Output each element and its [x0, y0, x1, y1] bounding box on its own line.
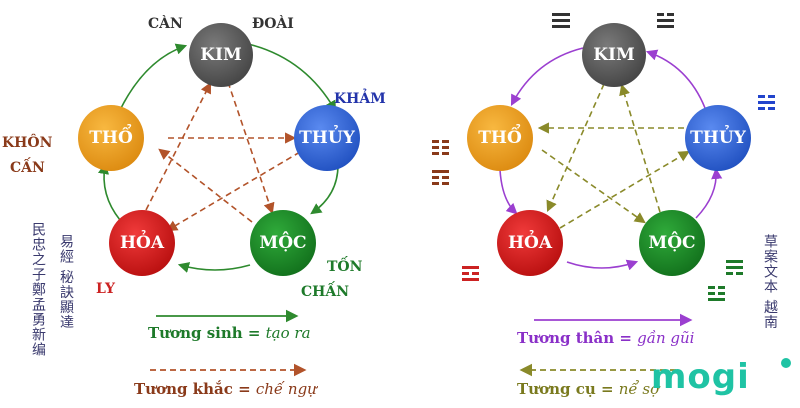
node-kim-left: KIM [189, 23, 253, 87]
sinh-arrow-hoa-tho [98, 162, 121, 221]
trigram-kan-icon [758, 95, 775, 110]
label-chan: CHẤN [301, 280, 349, 300]
legend-tuong-cu: Tương cụ = nể sợ [517, 363, 676, 398]
node-label-moc: MỘC [259, 232, 306, 253]
node-label-tho: THỔ [478, 123, 522, 148]
cu-arrow-tho-moc [541, 149, 646, 224]
node-label-thuy: THỦY [299, 125, 356, 148]
label-khon: KHÔN [2, 133, 53, 151]
legend-tuong-than: Tương thân = gần gũi [517, 313, 695, 347]
sinh-arrow-moc-hoa [177, 262, 251, 273]
trigram-li-icon [462, 266, 479, 281]
vertical-text-draft: 草案文本 越南 [762, 234, 778, 330]
node-label-hoa: HỎA [120, 230, 165, 253]
than-arrow-thuy-kim [645, 49, 706, 109]
left-khac-cycle [145, 81, 301, 232]
than-arrow-hoa-moc [566, 259, 639, 271]
node-thuy-right: THỦY [685, 105, 751, 171]
khac-arrow-moc-tho [158, 148, 253, 223]
trigram-xun-icon [726, 260, 743, 275]
khac-arrow-kim-moc [227, 81, 275, 215]
right-than-cycle [499, 47, 723, 271]
right-cu-cycle [537, 83, 690, 229]
legend-cu-text: Tương cụ = nể sợ [517, 380, 661, 398]
node-label-thuy: THỦY [690, 125, 747, 148]
node-moc-left: MỘC [250, 210, 316, 276]
node-label-moc: MỘC [648, 232, 695, 253]
than-arrow-moc-thuy [695, 167, 723, 219]
than-arrow-tho-hoa [499, 169, 518, 215]
trigram-qian-icon [552, 13, 570, 28]
cu-arrow-kim-hoa [546, 83, 605, 213]
khac-arrow-thuy-hoa [166, 151, 301, 232]
vertical-text-author: 民忠之子鄭孟勇新编 [30, 222, 46, 357]
left-diagram: KIM THỦY MỘC HỎA THỔ CÀN ĐOÀI KHẢM KHÔN … [2, 14, 386, 398]
node-label-kim: KIM [593, 45, 635, 65]
sinh-arrow-tho-kim [119, 43, 188, 111]
brand-dot-icon [781, 358, 791, 368]
node-thuy-left: THỦY [294, 105, 360, 171]
node-tho-right: THỔ [467, 105, 533, 171]
node-hoa-left: HỎA [109, 210, 175, 276]
node-tho-left: THỔ [78, 105, 144, 171]
brand-logo: mogi [651, 357, 750, 397]
trigram-zhen-icon [708, 286, 725, 301]
sinh-arrow-kim-thuy [247, 43, 337, 112]
legend-than-text: Tương thân = gần gũi [517, 329, 695, 347]
trigram-dui-icon [657, 13, 674, 28]
node-kim-right: KIM [582, 23, 646, 87]
node-hoa-right: HỎA [497, 210, 563, 276]
node-moc-right: MỘC [639, 210, 705, 276]
legend-khac-text: Tương khắc = chế ngự [134, 380, 318, 398]
label-can-mountain: CẤN [10, 156, 45, 176]
legend-tuong-sinh: Tương sinh = tạo ra [148, 309, 311, 342]
vertical-text-book: 易經 秘訣顯達 [58, 234, 74, 330]
label-kham: KHẢM [334, 87, 386, 107]
legend-tuong-khac: Tương khắc = chế ngự [134, 363, 318, 398]
left-sinh-cycle [98, 43, 339, 273]
label-doai: ĐOÀI [252, 14, 294, 32]
sinh-arrow-thuy-moc [310, 164, 339, 215]
right-diagram: KIM THỦY MỘC HỎA THỔ [432, 13, 775, 398]
than-arrow-kim-tho [510, 47, 584, 106]
label-ton: TỐN [327, 255, 363, 275]
node-label-tho: THỔ [89, 123, 133, 148]
cu-arrow-moc-kim [619, 83, 661, 213]
node-label-hoa: HỎA [508, 230, 553, 253]
trigram-kun-icon [432, 140, 449, 155]
node-label-kim: KIM [200, 45, 242, 65]
trigram-gen-icon [432, 170, 449, 185]
label-can-heaven: CÀN [148, 14, 183, 32]
legend-sinh-text: Tương sinh = tạo ra [148, 324, 311, 342]
label-ly: LY [96, 281, 116, 297]
cu-arrow-hoa-thuy [559, 150, 690, 229]
khac-arrow-hoa-kim [145, 82, 212, 211]
